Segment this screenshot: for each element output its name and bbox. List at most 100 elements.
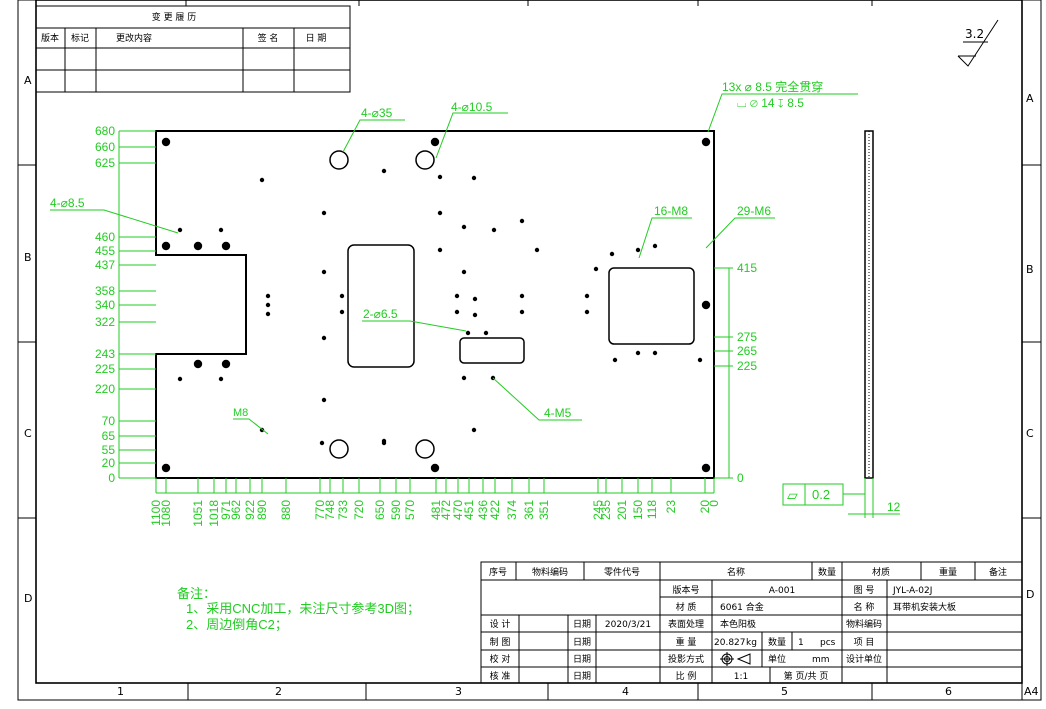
- thickness-dim: 12: [887, 500, 901, 514]
- weight-value: 20.827: [714, 638, 746, 648]
- tapped-hole: [652, 350, 658, 356]
- qty-unit: pcs: [820, 638, 836, 648]
- tapped-hole: [465, 330, 471, 336]
- x-dim-label: 570: [403, 500, 417, 520]
- surface-label: 表面处理: [668, 618, 704, 630]
- unit-value: mm: [812, 655, 830, 665]
- hole-35: [329, 439, 349, 459]
- design-date: 2020/3/21: [605, 620, 651, 630]
- thru-hole: [161, 137, 171, 147]
- y-dim-right-label: 225: [737, 359, 757, 373]
- material-code-label: 物料编码: [846, 618, 882, 630]
- title-header: 物料编码: [532, 566, 568, 578]
- qty-label: 数量: [768, 636, 786, 648]
- callout-text: 4-⌀10.5: [451, 100, 493, 114]
- callout-tap-m8: M8: [233, 407, 269, 435]
- revision-table: 变 更 履 历 版本 标记 更改内容 签 名 日 期: [35, 5, 351, 93]
- tapped-hole: [635, 350, 641, 356]
- title-header: 备注: [989, 566, 1007, 578]
- tapped-hole: [472, 312, 478, 318]
- tapped-hole: [697, 357, 703, 363]
- projection-symbol: [720, 652, 751, 666]
- tapped-hole: [218, 376, 224, 382]
- approve-label: 核 准: [490, 670, 511, 682]
- revision-header: 标记: [71, 32, 89, 44]
- title-header: 名称: [727, 566, 745, 578]
- draw-label: 制 图: [490, 636, 511, 648]
- revision-header: 版本: [41, 32, 59, 44]
- thru-hole: [221, 241, 231, 251]
- tapped-hole: [381, 440, 387, 446]
- tapped-hole: [454, 293, 460, 299]
- thru-hole: [430, 137, 440, 147]
- design-unit-label: 设计单位: [846, 653, 882, 665]
- unit-label: 单位: [768, 653, 786, 665]
- x-dim-label: 351: [537, 500, 551, 520]
- notes-title: 备注：: [177, 586, 216, 601]
- callout-text: 4-⌀8.5: [50, 196, 85, 210]
- callout-holes-10-5: 4-⌀10.5: [435, 100, 508, 159]
- x-dim-label: 235: [599, 500, 613, 520]
- y-dim-label: 243: [95, 347, 115, 361]
- part-name-value: 耳带机安装大板: [893, 601, 956, 613]
- tapped-hole: [534, 247, 540, 253]
- callouts: 13x ⌀ 8.5 完全贯穿 ⌴ ⌀ 14 ↧ 8.5 4-⌀35 4-⌀10.…: [50, 79, 858, 435]
- x-dim-label: 422: [488, 500, 502, 520]
- part-outline: [155, 130, 715, 479]
- thru-hole: [701, 300, 711, 310]
- y-dim-label: 340: [95, 298, 115, 312]
- zone-letter: B: [24, 251, 32, 264]
- zone-letter: C: [1026, 427, 1034, 440]
- material-label: 材 质: [676, 601, 697, 613]
- x-dim-label: 472: [439, 500, 453, 520]
- notes: 备注： 1、采用CNC加工，未注尺寸参考3D图； 2、周边倒角C2；: [177, 586, 420, 633]
- surface-value: 本色阳极: [720, 618, 756, 630]
- tapped-hole: [609, 251, 615, 257]
- x-dim-label: 481: [429, 500, 443, 520]
- drawing-no-value: JYL-A-02J: [892, 586, 932, 596]
- y-dim-label: 625: [95, 156, 115, 170]
- flatness-value: 0.2: [812, 487, 830, 502]
- zone-number: 3: [455, 685, 462, 698]
- callout-tap-m5-4: 4-M5: [492, 377, 582, 421]
- tapped-hole: [471, 427, 477, 433]
- drawing-frame: [17, 0, 1042, 701]
- x-dim-label: 451: [462, 500, 476, 520]
- weight-label: 重 量: [676, 636, 697, 648]
- x-dim-label: 245: [591, 500, 605, 520]
- y-dim-label: 65: [102, 429, 116, 443]
- tapped-hole: [321, 210, 327, 216]
- title-header: 序号: [489, 566, 507, 578]
- dimensions: 12 6806606254604554373583403222432252207…: [95, 124, 901, 527]
- callout-text: 4-⌀35: [361, 106, 393, 120]
- tapped-hole: [437, 247, 443, 253]
- title-block: 序号 物料编码 零件代号 名称 数量 材质 重量 备注 版本号 A-001 材 …: [480, 561, 1023, 684]
- x-dim-label: 890: [255, 500, 269, 520]
- title-header: 零件代号: [604, 566, 640, 578]
- version-label: 版本号: [672, 584, 699, 596]
- version-value: A-001: [769, 586, 795, 596]
- tapped-hole: [584, 293, 590, 299]
- x-dim-label: 733: [336, 500, 350, 520]
- thru-hole: [161, 241, 171, 251]
- check-label: 校 对: [490, 653, 511, 665]
- hole-pattern: [161, 137, 711, 473]
- x-dim-label: 971: [219, 500, 233, 520]
- x-dim-label: 962: [229, 500, 243, 520]
- zone-letter: A: [1026, 92, 1034, 105]
- tapped-hole: [339, 293, 345, 299]
- surface-roughness: 3.2: [957, 19, 999, 67]
- callout-holes-8-5: 4-⌀8.5: [50, 196, 179, 234]
- part-name-label: 名 称: [854, 601, 875, 613]
- flatness-tolerance: ▱ 0.2: [782, 483, 865, 506]
- revision-header: 日 期: [306, 33, 327, 44]
- thru-hole: [221, 359, 231, 369]
- tapped-hole: [471, 175, 477, 181]
- tapped-hole: [519, 293, 525, 299]
- y-dim-label: 358: [95, 284, 115, 298]
- y-dim-label: 225: [95, 362, 115, 376]
- thru-hole: [161, 463, 171, 473]
- tapped-hole: [321, 269, 327, 275]
- thru-hole: [701, 463, 711, 473]
- cutout-right: [608, 267, 695, 345]
